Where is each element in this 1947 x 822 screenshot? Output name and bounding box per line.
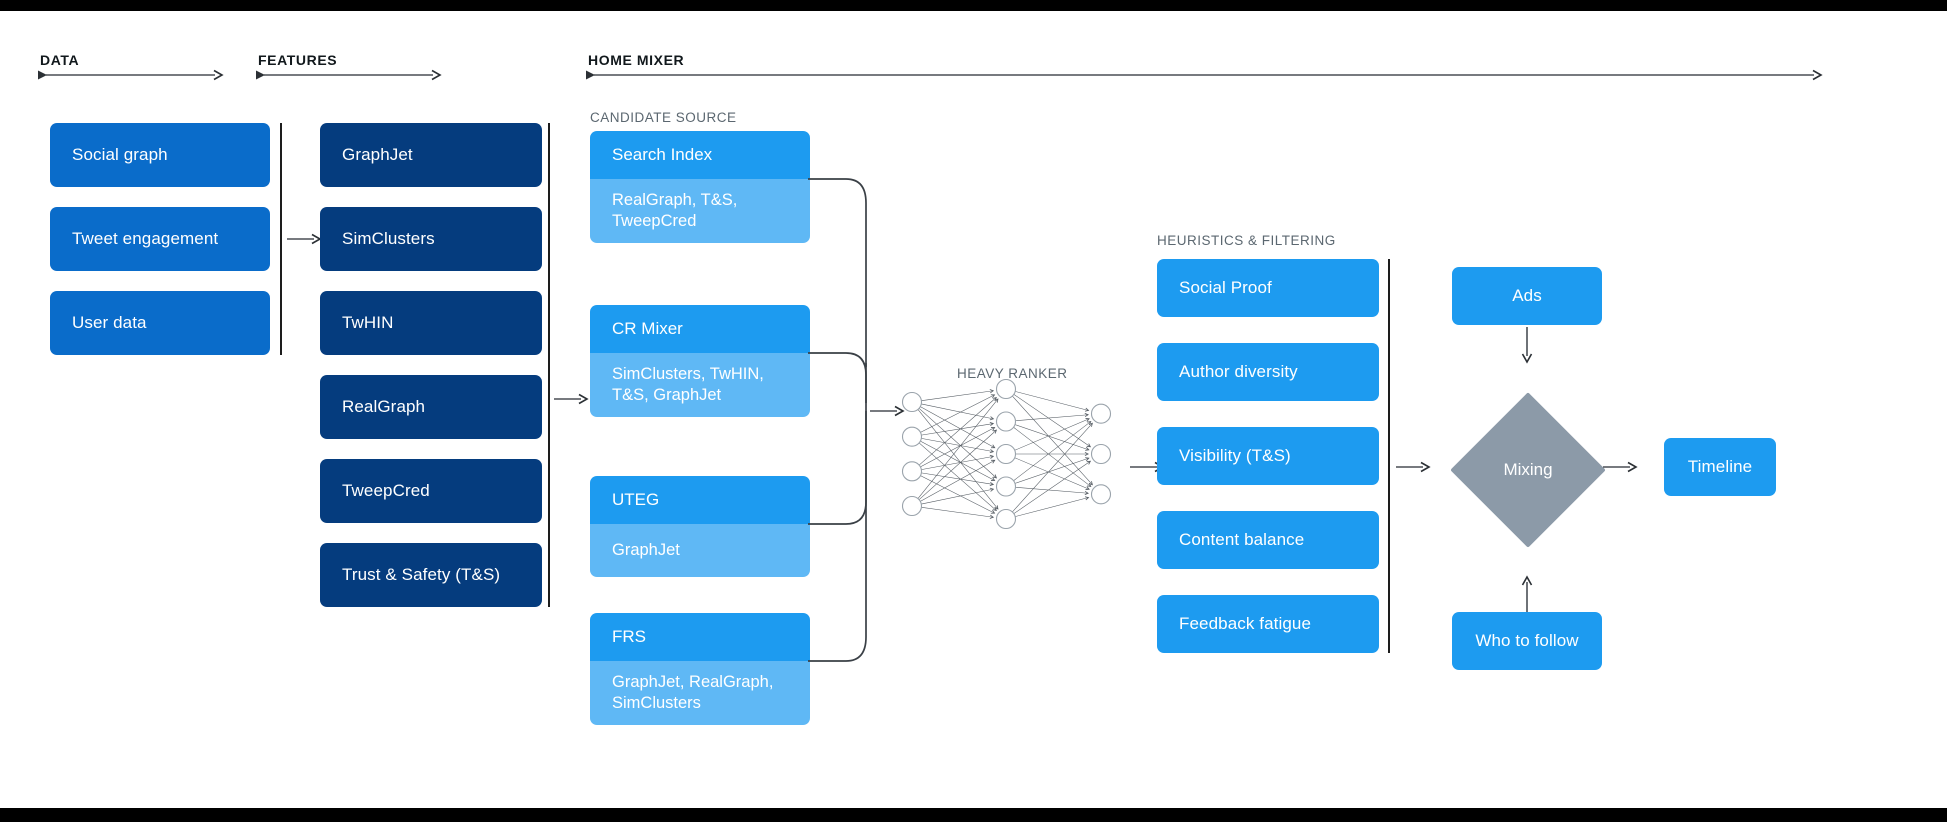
data-box-label: Tweet engagement xyxy=(72,229,219,249)
feature-box-twhin[interactable]: TwHIN xyxy=(320,291,542,355)
feature-box-label: RealGraph xyxy=(342,397,426,417)
section-label-home-mixer: HOME MIXER xyxy=(588,52,685,68)
section-label-features: FEATURES xyxy=(258,52,338,68)
sublabel-heavy-ranker: HEAVY RANKER xyxy=(957,366,1068,381)
candidate-source-title: FRS xyxy=(590,613,810,661)
feature-box-label: GraphJet xyxy=(342,145,413,165)
section-arrow-features xyxy=(256,68,442,82)
feature-box-label: Trust & Safety (T&S) xyxy=(342,565,501,585)
heuristic-box-content-balance[interactable]: Content balance xyxy=(1157,511,1379,569)
arrow-data-to-features xyxy=(287,231,322,252)
output-box-timeline[interactable]: Timeline xyxy=(1664,438,1776,496)
feature-box-label: TwHIN xyxy=(342,313,394,333)
output-box-ads[interactable]: Ads xyxy=(1452,267,1602,325)
candidate-source-title: CR Mixer xyxy=(590,305,810,353)
candidate-source-card-frs[interactable]: FRS GraphJet, RealGraph, SimClusters xyxy=(590,613,810,725)
candidate-source-card-uteg[interactable]: UTEG GraphJet xyxy=(590,476,810,577)
candidate-source-card-search-index[interactable]: Search Index RealGraph, T&S, TweepCred xyxy=(590,131,810,243)
heuristic-box-visibility[interactable]: Visibility (T&S) xyxy=(1157,427,1379,485)
heuristic-box-label: Visibility (T&S) xyxy=(1179,446,1291,466)
arrow-ads-to-mixing xyxy=(1519,327,1535,368)
heavy-ranker-network xyxy=(898,378,1118,530)
output-box-who-to-follow[interactable]: Who to follow xyxy=(1452,612,1602,670)
candidate-source-features: SimClusters, TwHIN, T&S, GraphJet xyxy=(590,353,810,417)
arrow-to-heavy-ranker xyxy=(870,403,905,424)
output-box-label: Timeline xyxy=(1687,457,1753,477)
heuristic-box-label: Feedback fatigue xyxy=(1179,614,1312,634)
data-box-tweet-engagement[interactable]: Tweet engagement xyxy=(50,207,270,271)
output-box-label: Who to follow xyxy=(1475,631,1579,651)
data-box-label: Social graph xyxy=(72,145,168,165)
heuristic-box-label: Content balance xyxy=(1179,530,1305,550)
sublabel-heuristics: HEURISTICS & FILTERING xyxy=(1157,233,1336,248)
divider-features-homemixer xyxy=(548,123,550,607)
section-label-data: DATA xyxy=(40,52,80,68)
arrow-features-to-candidate-source xyxy=(554,391,589,412)
heuristic-box-feedback-fatigue[interactable]: Feedback fatigue xyxy=(1157,595,1379,653)
data-box-social-graph[interactable]: Social graph xyxy=(50,123,270,187)
feature-box-tweepcred[interactable]: TweepCred xyxy=(320,459,542,523)
candidate-source-title: Search Index xyxy=(590,131,810,179)
feature-box-graphjet[interactable]: GraphJet xyxy=(320,123,542,187)
candidate-source-features: GraphJet xyxy=(590,524,810,577)
feature-box-trust-safety[interactable]: Trust & Safety (T&S) xyxy=(320,543,542,607)
heuristic-box-label: Social Proof xyxy=(1179,278,1272,298)
arrow-heuristics-to-mixing xyxy=(1396,459,1431,480)
data-box-label: User data xyxy=(72,313,147,333)
connector-candidate-sources-to-ranker xyxy=(808,111,928,676)
candidate-source-features: GraphJet, RealGraph, SimClusters xyxy=(590,661,810,725)
candidate-source-card-cr-mixer[interactable]: CR Mixer SimClusters, TwHIN, T&S, GraphJ… xyxy=(590,305,810,417)
candidate-source-features: RealGraph, T&S, TweepCred xyxy=(590,179,810,243)
feature-box-simclusters[interactable]: SimClusters xyxy=(320,207,542,271)
heuristic-box-label: Author diversity xyxy=(1179,362,1298,382)
feature-box-label: SimClusters xyxy=(342,229,435,249)
mixing-diamond-label: Mixing xyxy=(1503,460,1553,479)
divider-data-features xyxy=(280,123,282,355)
arrow-mixing-to-timeline xyxy=(1603,459,1638,480)
divider-heuristics-mixing xyxy=(1388,259,1390,653)
data-box-user-data[interactable]: User data xyxy=(50,291,270,355)
section-arrow-data xyxy=(38,68,224,82)
candidate-source-title: UTEG xyxy=(590,476,810,524)
heuristic-box-social-proof[interactable]: Social Proof xyxy=(1157,259,1379,317)
heuristic-box-author-diversity[interactable]: Author diversity xyxy=(1157,343,1379,401)
section-arrow-home-mixer xyxy=(586,68,1823,82)
sublabel-candidate-source: CANDIDATE SOURCE xyxy=(590,110,737,125)
feature-box-realgraph[interactable]: RealGraph xyxy=(320,375,542,439)
output-box-label: Ads xyxy=(1512,286,1542,306)
diagram-canvas: DATA FEATURES HOME MIXER CANDIDATE SOURC… xyxy=(0,11,1947,808)
arrow-whotofollow-to-mixing xyxy=(1519,575,1535,617)
feature-box-label: TweepCred xyxy=(342,481,430,501)
